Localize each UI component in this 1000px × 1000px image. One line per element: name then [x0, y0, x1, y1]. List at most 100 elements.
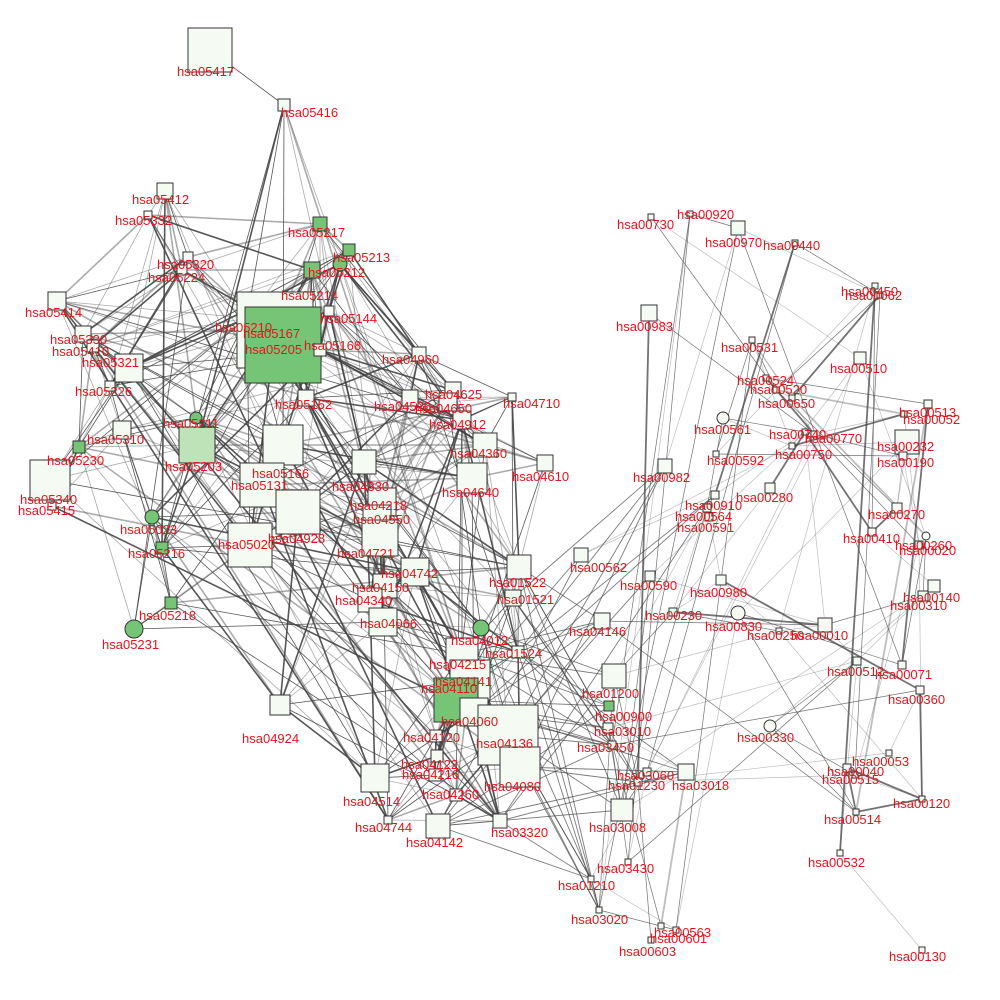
- node-hsa05162[interactable]: [297, 389, 315, 407]
- node-hsa00020[interactable]: [914, 540, 924, 550]
- node-hsa00515[interactable]: [851, 771, 859, 779]
- node-hsa00970[interactable]: [730, 220, 746, 236]
- node-hsa00140[interactable]: [927, 579, 941, 593]
- node-hsa05203[interactable]: [178, 426, 216, 464]
- node-hsa00561[interactable]: [716, 411, 730, 425]
- node-hsa03008[interactable]: [610, 798, 634, 822]
- node-hsa04122[interactable]: [430, 749, 444, 763]
- node-hsa00562[interactable]: [573, 547, 589, 563]
- node-hsa05218[interactable]: [164, 596, 178, 610]
- node-hsa00512[interactable]: [852, 656, 862, 666]
- node-hsa01230[interactable]: [633, 777, 643, 787]
- node-hsa00520[interactable]: [772, 386, 780, 394]
- node-hsa04146[interactable]: [593, 612, 611, 630]
- node-hsa05023[interactable]: [144, 509, 160, 525]
- node-hsa01524[interactable]: [511, 645, 525, 659]
- node-hsa00230[interactable]: [668, 607, 678, 617]
- node-hsa03010[interactable]: [602, 722, 614, 734]
- node-hsa00190[interactable]: [898, 451, 908, 461]
- node-hsa05166[interactable]: [262, 424, 304, 466]
- node-hsa00591[interactable]: [704, 512, 714, 522]
- node-hsa05332[interactable]: [143, 210, 153, 220]
- node-hsa03060[interactable]: [642, 767, 652, 777]
- node-hsa04640[interactable]: [456, 462, 488, 494]
- node-hsa00592[interactable]: [712, 450, 720, 458]
- node-hsa04142[interactable]: [425, 813, 451, 839]
- node-hsa04260[interactable]: [449, 788, 463, 802]
- node-hsa05211[interactable]: [189, 411, 203, 425]
- node-hsa00983[interactable]: [640, 304, 658, 322]
- node-hsa00910[interactable]: [710, 490, 720, 500]
- node-hsa00010[interactable]: [817, 617, 833, 633]
- node-hsa04012[interactable]: [472, 619, 490, 637]
- node-hsa00280[interactable]: [764, 482, 776, 494]
- node-hsa00514[interactable]: [852, 808, 860, 816]
- node-hsa00900[interactable]: [603, 700, 615, 712]
- node-hsa00650[interactable]: [788, 394, 796, 402]
- node-hsa05417[interactable]: [187, 27, 233, 73]
- node-hsa00062[interactable]: [876, 291, 884, 299]
- node-hsa05216[interactable]: [155, 541, 169, 555]
- node-hsa01210[interactable]: [587, 875, 595, 883]
- node-hsa00071[interactable]: [897, 660, 907, 670]
- node-hsa03450[interactable]: [607, 740, 617, 750]
- node-hsa04120[interactable]: [429, 729, 443, 743]
- node-hsa04924[interactable]: [269, 694, 291, 716]
- node-hsa04360[interactable]: [472, 432, 498, 458]
- node-hsa00531[interactable]: [748, 336, 756, 344]
- node-hsa05217[interactable]: [312, 216, 328, 232]
- node-hsa05414[interactable]: [47, 291, 67, 311]
- node-hsa05168[interactable]: [313, 343, 327, 357]
- node-hsa05412[interactable]: [156, 182, 174, 200]
- node-hsa05226[interactable]: [104, 380, 116, 392]
- node-hsa00982[interactable]: [657, 458, 673, 474]
- node-hsa04080[interactable]: [499, 746, 541, 788]
- node-hsa04960[interactable]: [411, 346, 427, 362]
- node-hsa04514[interactable]: [360, 763, 390, 793]
- node-hsa00603[interactable]: [647, 936, 655, 944]
- node-hsa00410[interactable]: [867, 527, 877, 537]
- node-hsa04520[interactable]: [401, 389, 419, 407]
- node-hsa00232[interactable]: [894, 429, 920, 455]
- node-hsa05214[interactable]: [303, 261, 321, 279]
- node-hsa05410[interactable]: [86, 339, 100, 353]
- node-hsa04928[interactable]: [275, 489, 321, 535]
- node-hsa05205[interactable]: [244, 306, 322, 384]
- node-hsa00524[interactable]: [762, 374, 770, 382]
- node-hsa05231[interactable]: [124, 619, 144, 639]
- node-hsa00330[interactable]: [763, 719, 777, 733]
- node-hsa00510[interactable]: [853, 351, 867, 365]
- node-hsa05213[interactable]: [342, 243, 356, 257]
- node-hsa00601[interactable]: [672, 926, 680, 934]
- node-hsa00130[interactable]: [918, 946, 926, 954]
- node-hsa05416[interactable]: [277, 98, 291, 112]
- node-hsa05340[interactable]: [29, 459, 71, 501]
- node-hsa00360[interactable]: [915, 685, 925, 695]
- node-hsa05321[interactable]: [114, 353, 144, 383]
- node-hsa00040[interactable]: [842, 763, 852, 773]
- node-hsa00730[interactable]: [647, 213, 655, 221]
- node-hsa05224[interactable]: [176, 264, 188, 276]
- node-hsa04650[interactable]: [438, 392, 458, 412]
- node-hsa04216[interactable]: [428, 768, 442, 782]
- node-hsa05230[interactable]: [72, 440, 86, 454]
- node-hsa00920[interactable]: [686, 210, 694, 218]
- node-hsa01200[interactable]: [601, 663, 627, 689]
- node-hsa00564[interactable]: [702, 503, 712, 513]
- node-hsa00830[interactable]: [730, 605, 746, 621]
- node-hsa05310[interactable]: [112, 420, 132, 440]
- node-hsa00250[interactable]: [775, 627, 783, 635]
- node-hsa04744[interactable]: [383, 815, 393, 825]
- node-hsa00310[interactable]: [917, 590, 929, 602]
- node-hsa00052[interactable]: [900, 410, 908, 418]
- node-hsa05020[interactable]: [227, 522, 273, 568]
- node-hsa04912[interactable]: [452, 410, 472, 430]
- node-hsa00270[interactable]: [891, 502, 903, 514]
- node-hsa01522[interactable]: [506, 554, 532, 580]
- node-hsa04330[interactable]: [351, 449, 377, 475]
- node-hsa00563[interactable]: [657, 922, 665, 930]
- node-hsa04610[interactable]: [536, 454, 554, 472]
- node-hsa05212[interactable]: [332, 256, 348, 272]
- node-hsa00513[interactable]: [923, 399, 933, 409]
- node-hsa00053[interactable]: [885, 749, 893, 757]
